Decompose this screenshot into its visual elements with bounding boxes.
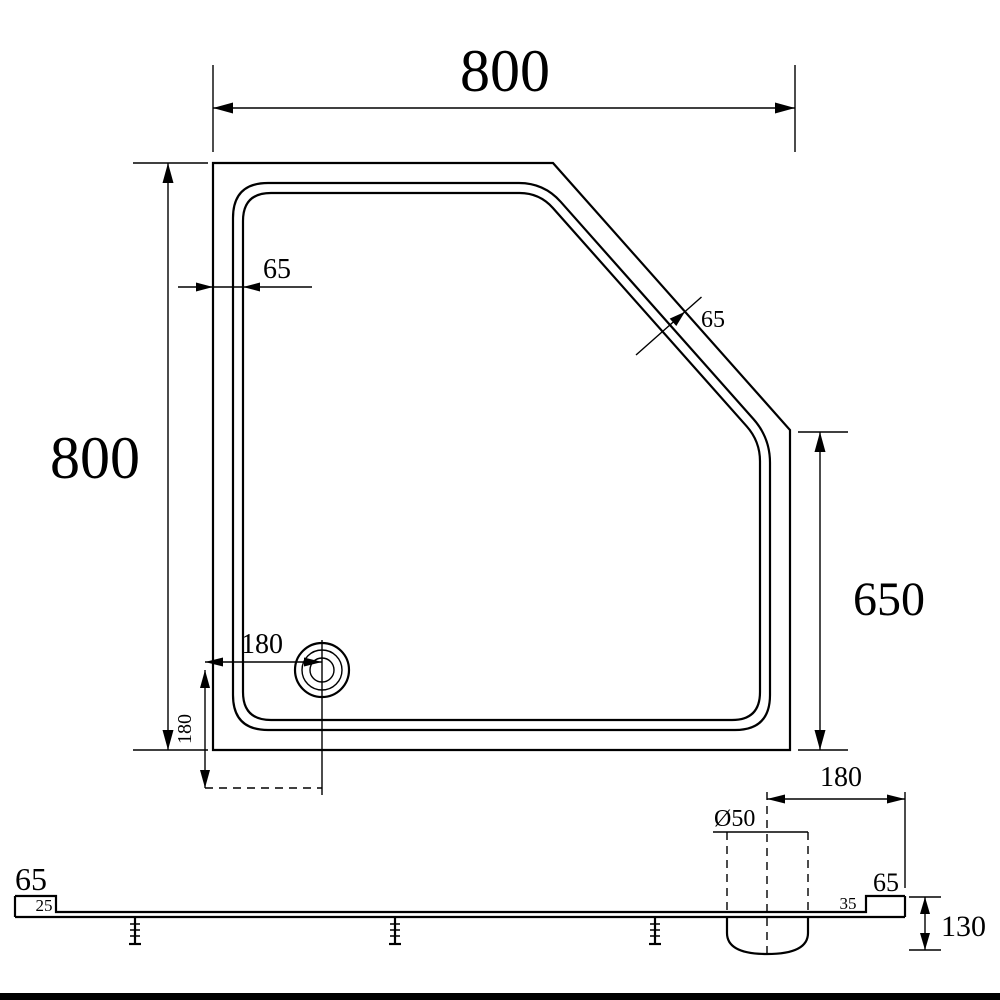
dim-drain-horizontal-label: 180 xyxy=(241,629,283,660)
dim-rim-left: 65 xyxy=(178,254,312,292)
tray-profile xyxy=(13,894,907,919)
tray-rim-inner-1 xyxy=(231,181,772,732)
dim-drain-vertical: 180 xyxy=(174,670,322,789)
arrowhead-bottom xyxy=(162,730,174,750)
arrowhead-top xyxy=(200,670,210,688)
dim-drain-edge-offset-label: 180 xyxy=(820,762,862,793)
foot-thread xyxy=(390,923,400,937)
tray-outer-edge xyxy=(211,161,792,752)
dim-overall-height: 130 xyxy=(909,896,986,951)
arrowhead-left xyxy=(767,794,785,804)
foot-middle xyxy=(389,917,401,946)
drain-trap-section: Ø50 xyxy=(713,792,810,960)
arrowhead-right xyxy=(775,102,795,114)
arrowhead-right xyxy=(304,657,322,667)
dim-top-width-label: 800 xyxy=(460,38,550,104)
arrowhead-inner xyxy=(243,282,260,292)
dim-rim-chamfer-label: 65 xyxy=(701,307,725,333)
arrowhead-left xyxy=(205,657,223,667)
dim-left-height-label: 800 xyxy=(50,425,140,491)
arrowhead-top xyxy=(814,432,826,452)
arrowhead-right xyxy=(887,794,905,804)
arrowhead-bottom xyxy=(200,770,210,788)
right-rim-height-label: 65 xyxy=(873,868,899,897)
foot-left xyxy=(129,917,141,946)
profile-top-surface xyxy=(15,894,905,914)
dim-overall-height-label: 130 xyxy=(941,910,986,943)
section-view: Ø50 65 25 35 65 130 180 xyxy=(13,762,986,960)
arrowhead-bottom xyxy=(920,933,930,950)
dim-left-height: 800 xyxy=(50,162,208,751)
arrowhead-top xyxy=(162,163,174,183)
dim-right-side-label: 650 xyxy=(853,573,925,626)
top-view: 800 800 65 65 xyxy=(50,38,925,795)
arrowhead-outer xyxy=(196,282,213,292)
foot-right xyxy=(649,917,661,946)
dim-drain-vertical-label: 180 xyxy=(174,714,196,744)
right-lip-label: 35 xyxy=(840,894,857,913)
leader-line xyxy=(635,296,702,356)
arrowhead-left xyxy=(213,102,233,114)
dim-drain-edge-offset: 180 xyxy=(767,762,906,888)
arrowhead xyxy=(669,311,685,326)
dim-rim-chamfer: 65 xyxy=(635,296,725,356)
arrowhead-bottom xyxy=(814,730,826,750)
dim-right-side: 650 xyxy=(798,431,925,751)
foot-thread xyxy=(650,923,660,937)
foot-thread xyxy=(130,923,140,937)
tray-rim-inner-2 xyxy=(241,191,762,722)
dim-top-width: 800 xyxy=(212,38,796,152)
bottom-border-bar xyxy=(0,993,1000,1000)
arrowhead-top xyxy=(920,897,930,914)
drain-diameter-label: Ø50 xyxy=(714,806,755,832)
dim-drain-horizontal: 180 xyxy=(205,629,323,795)
dim-rim-left-label: 65 xyxy=(263,254,291,285)
left-lip-label: 25 xyxy=(36,896,53,915)
left-rim-height-label: 65 xyxy=(15,861,47,897)
tray-outline xyxy=(211,161,792,752)
